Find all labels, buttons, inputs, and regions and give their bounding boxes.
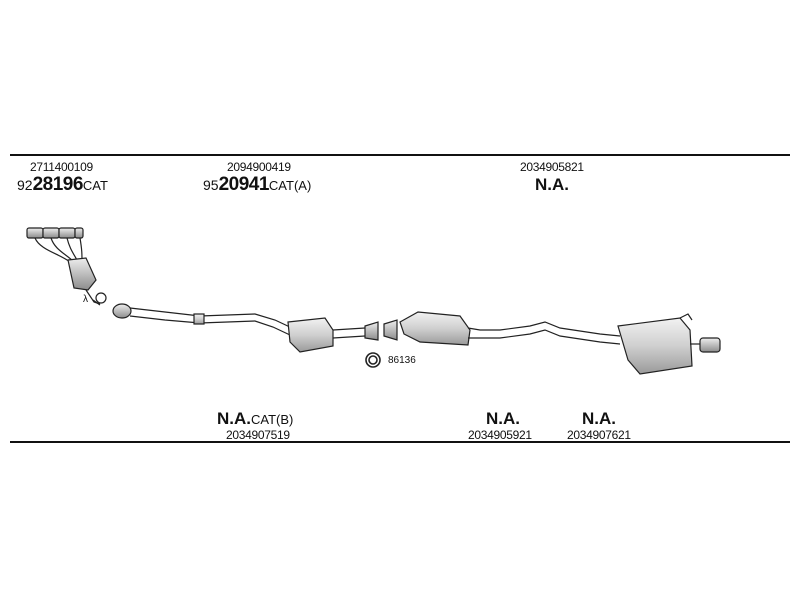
front-pipe-ref-prefix: 95: [203, 177, 219, 193]
manifold-ref-prefix: 92: [17, 177, 33, 193]
front-pipe-ref-number: 20941: [218, 174, 270, 195]
front-pipe-icon: [112, 303, 293, 336]
manifold-ref-number: 28196: [32, 174, 84, 195]
gasket-icon: [365, 352, 381, 368]
bottom-divider-line: [10, 441, 790, 443]
catalyst-b-ref-suffix: CAT(B): [251, 412, 294, 427]
rear-section-ref: N.A.: [535, 175, 569, 194]
rear-section-part-number: 2034905821: [520, 160, 584, 174]
rear-muffler-icon: [617, 313, 721, 375]
front-pipe-ref-suffix: CAT(A): [268, 178, 312, 193]
rear-muffler-ref: N.A.: [582, 409, 616, 428]
front-pipe-ref: 9520941CAT(A): [203, 175, 311, 194]
rear-muffler-part-number: 2034907621: [567, 428, 631, 442]
catalyst-b-ref-number: N.A.: [217, 409, 251, 428]
catalyst-b-ref: N.A.CAT(B): [217, 410, 293, 427]
center-catalyst-icon: [399, 311, 621, 346]
catalyst-b-icon: [287, 317, 366, 353]
exhaust-manifold-icon: [26, 227, 107, 306]
clamp-icon: [364, 319, 398, 341]
manifold-part-number: 2711400109: [30, 160, 93, 174]
catalyst-b-part-number: 2034907519: [226, 428, 290, 442]
center-muffler-ref: N.A.: [486, 409, 520, 428]
center-muffler-part-number: 2034905921: [468, 428, 532, 442]
front-pipe-part-number: 2094900419: [227, 160, 291, 174]
manifold-ref-suffix: CAT: [82, 178, 108, 193]
lambda-sensor-label: λ: [83, 294, 88, 305]
manifold-ref: 9228196CAT: [17, 175, 108, 194]
gasket-label: 86136: [388, 355, 416, 366]
top-divider-line: [10, 154, 790, 156]
